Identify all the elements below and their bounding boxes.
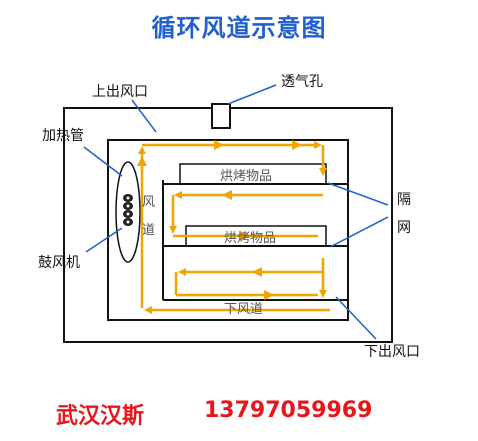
label-bottom-outlet: 下出风口 — [364, 344, 420, 360]
footer-phone: 13797059969 — [204, 398, 373, 423]
label-partition-2: 网 — [397, 220, 411, 236]
fan-coil-icon — [123, 194, 133, 226]
label-vent-hole: 透气孔 — [281, 74, 323, 90]
label-duct-1: 风 — [142, 195, 155, 210]
label-lower-duct: 下风道 — [224, 302, 263, 317]
label-item-lower: 烘烤物品 — [224, 231, 276, 246]
label-heater: 加热管 — [42, 128, 84, 144]
label-partition-1: 隔 — [397, 192, 411, 208]
label-top-outlet: 上出风口 — [92, 84, 148, 100]
airflow-heads — [137, 140, 302, 300]
diagram-title: 循环风道示意图 — [151, 14, 327, 42]
label-duct-2: 道 — [142, 223, 155, 238]
inner-chamber — [107, 139, 349, 321]
vent-hole — [211, 103, 231, 108]
label-item-upper: 烘烤物品 — [220, 169, 272, 184]
footer-company: 武汉汉斯 — [56, 404, 145, 429]
heater-ellipse — [115, 161, 141, 263]
leader-lines — [83, 84, 389, 340]
label-fan: 鼓风机 — [38, 255, 80, 271]
